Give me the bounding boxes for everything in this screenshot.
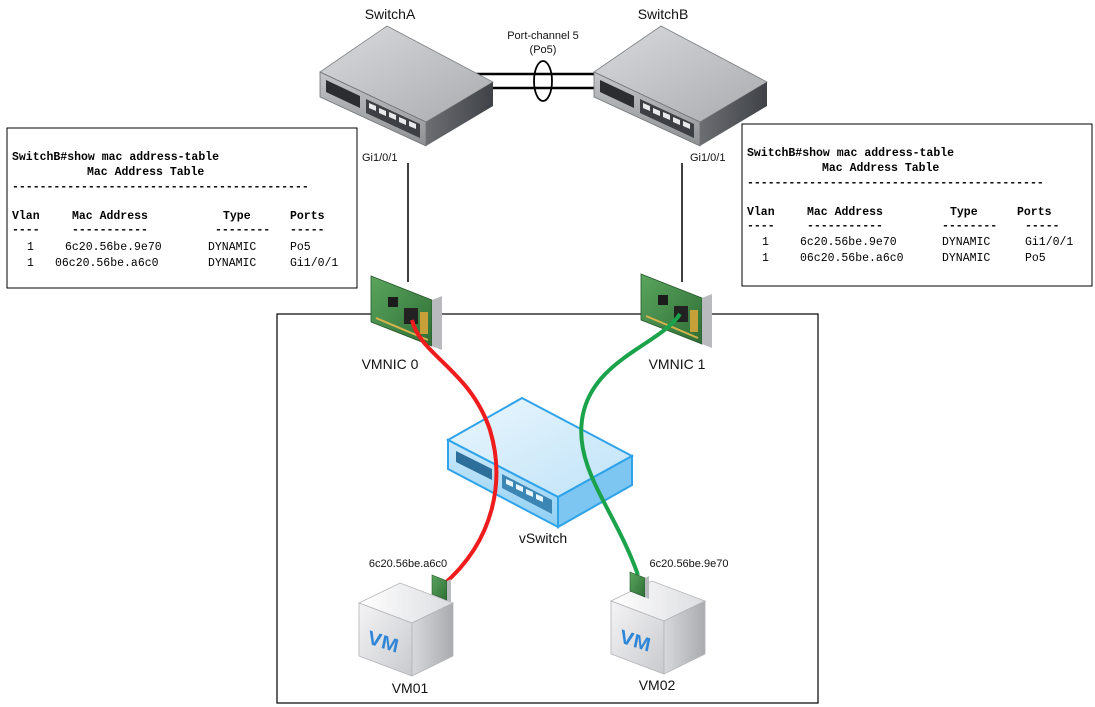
switch-a-label: SwitchA	[365, 6, 416, 22]
vswitch-icon	[445, 396, 635, 529]
left-table-header-ports: Ports	[290, 210, 325, 223]
right-table-row-2-type: DYNAMIC	[942, 252, 990, 265]
right-table-row-1-ports: Gi1/0/1	[1025, 236, 1073, 249]
right-table-row-2-mac: 06c20.56be.a6c0	[800, 252, 904, 265]
vm01-label: VM01	[392, 680, 429, 696]
left-table-row-1-type: DYNAMIC	[208, 241, 256, 254]
switch-b-port-label: Gi1/0/1	[690, 152, 725, 164]
left-table-row-2-ports: Gi1/0/1	[290, 257, 338, 270]
left-table-header-type: Type	[223, 210, 251, 223]
right-table-row-1-type: DYNAMIC	[942, 236, 990, 249]
left-table-row-2-type: DYNAMIC	[208, 257, 256, 270]
vmnic1-card-icon	[640, 273, 712, 348]
right-table-title: Mac Address Table	[822, 162, 939, 175]
switch-a-port-label: Gi1/0/1	[362, 152, 397, 164]
right-table-header-rule-type: --------	[942, 220, 997, 233]
right-table-header-mac: Mac Address	[807, 206, 883, 219]
left-table-header-rule-type: --------	[215, 224, 270, 237]
right-table-header-rule-vlan: ----	[747, 220, 775, 233]
right-table-row-2-vlan: 1	[762, 252, 769, 265]
vm02-icon: VM	[609, 580, 707, 675]
esxi-host-frame	[276, 313, 819, 704]
vm02-vnic-icon	[629, 571, 649, 599]
port-channel-label-line2: (Po5)	[530, 44, 557, 56]
left-table-row-1-ports: Po5	[290, 241, 311, 254]
left-mac-table: SwitchB#show mac address-table Mac Addre…	[6, 127, 358, 289]
right-table-row-1-vlan: 1	[762, 236, 769, 249]
left-table-header-rule-ports: -----	[290, 224, 325, 237]
right-table-header-ports: Ports	[1017, 206, 1052, 219]
left-table-rule: ----------------------------------------…	[12, 181, 309, 194]
switch-b-icon	[593, 25, 768, 147]
left-table-command: SwitchB#show mac address-table	[12, 151, 219, 164]
left-table-row-2-vlan: 1	[27, 257, 34, 270]
left-table-row-1-vlan: 1	[27, 241, 34, 254]
vm01-mac-label: 6c20.56be.a6c0	[369, 558, 447, 570]
right-mac-table: SwitchB#show mac address-table Mac Addre…	[741, 123, 1093, 287]
left-table-header-mac: Mac Address	[72, 210, 148, 223]
right-table-header-rule-mac: -----------	[807, 220, 883, 233]
port-channel-ellipse	[533, 60, 553, 102]
vswitch-label: vSwitch	[519, 530, 567, 546]
right-table-command: SwitchB#show mac address-table	[747, 147, 954, 160]
vmnic0-label: VMNIC 0	[362, 356, 419, 372]
left-table-row-1-mac: 6c20.56be.9e70	[65, 241, 162, 254]
vm01-icon: VM	[357, 582, 455, 677]
vm01-vnic-icon	[431, 574, 451, 602]
switch-a-icon	[319, 25, 494, 147]
right-table-header-rule-ports: -----	[1025, 220, 1060, 233]
right-table-row-1-mac: 6c20.56be.9e70	[800, 236, 897, 249]
right-table-header-type: Type	[950, 206, 978, 219]
vm02-path-green	[579, 312, 682, 576]
vm01-path-red	[410, 319, 499, 587]
right-table-header-vlan: Vlan	[747, 206, 775, 219]
switch-b-label: SwitchB	[638, 6, 689, 22]
vm02-mac-label: 6c20.56be.9e70	[650, 558, 729, 570]
port-channel-label-line1: Port-channel 5	[507, 30, 579, 42]
left-table-header-rule-vlan: ----	[12, 224, 40, 237]
right-table-rule: ----------------------------------------…	[747, 177, 1044, 190]
left-table-title: Mac Address Table	[87, 166, 204, 179]
vmnic0-card-icon	[370, 275, 442, 350]
left-table-row-2-mac: 06c20.56be.a6c0	[55, 257, 159, 270]
left-table-header-rule-mac: -----------	[72, 224, 148, 237]
vmnic1-label: VMNIC 1	[649, 356, 706, 372]
vm02-label: VM02	[639, 677, 676, 693]
right-table-row-2-ports: Po5	[1025, 252, 1046, 265]
left-table-header-vlan: Vlan	[12, 210, 40, 223]
